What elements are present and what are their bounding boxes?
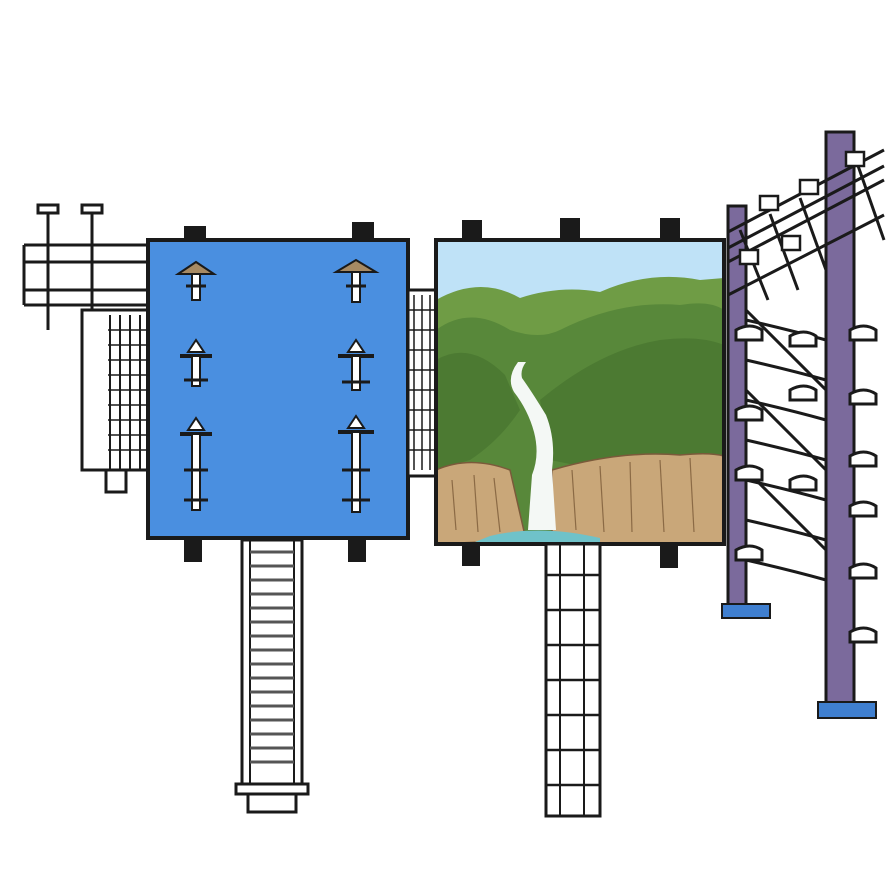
- right-tower: [721, 130, 886, 719]
- middle-scaffold: [406, 288, 438, 478]
- left-ladder-pole: [234, 538, 310, 814]
- blue-billboard: [146, 222, 410, 814]
- left-scaffold: [22, 203, 150, 494]
- lamp-icon: [332, 258, 380, 303]
- top-clamps: [184, 222, 374, 240]
- lamp-icon: [180, 416, 212, 511]
- lamp-icon: [180, 338, 212, 387]
- lamp-icon: [174, 260, 218, 301]
- waterfall-landscape: [436, 240, 724, 544]
- landscape-billboard: [434, 218, 726, 818]
- lamp-icon: [338, 338, 374, 391]
- lamp-icon: [338, 414, 374, 513]
- right-ladder-pole: [544, 542, 602, 818]
